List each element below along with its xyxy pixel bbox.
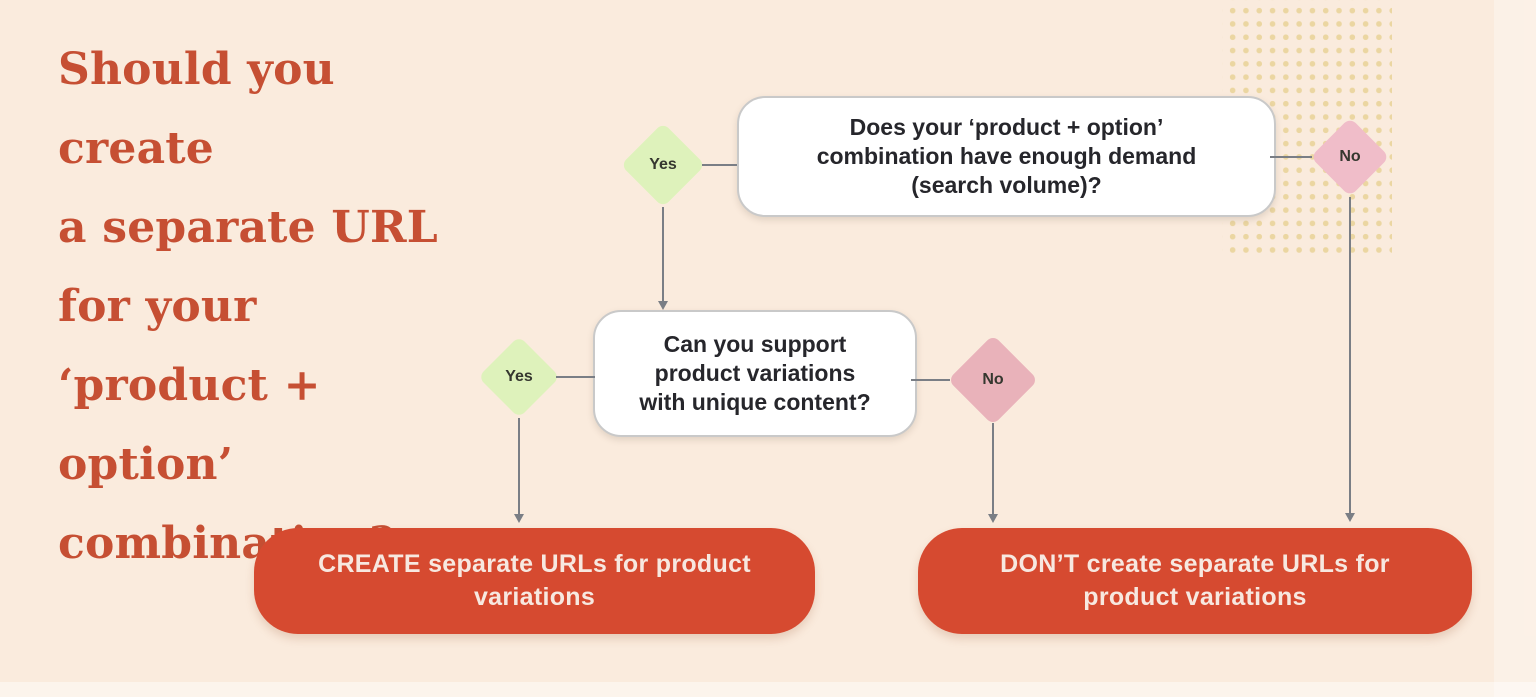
yes-label: Yes [505, 368, 533, 385]
connector-line [556, 376, 595, 378]
arrowhead-icon [658, 301, 668, 310]
yes-label: Yes [649, 156, 677, 173]
connector-line [662, 207, 664, 302]
title-line: Should you create [58, 44, 335, 174]
connector-line [518, 418, 520, 515]
arrowhead-icon [988, 514, 998, 523]
yes-diamond-unique-content: Yes [477, 335, 561, 419]
question-text-line: with unique content? [639, 389, 871, 415]
question-box-unique-content: Can you support product variations with … [593, 310, 917, 437]
connector-line [911, 379, 950, 381]
question-text-line: combination have enough demand [816, 143, 1197, 169]
outcome-text-line: product variations [1083, 583, 1307, 611]
connector-line [702, 164, 737, 166]
outcome-create-urls: CREATE separate URLs for product variati… [254, 528, 815, 634]
question-text-line: (search volume)? [911, 172, 1102, 198]
question-text-line: product variations [654, 360, 856, 386]
connector-line [1349, 197, 1351, 514]
yes-diamond-demand: Yes [620, 122, 706, 208]
outcome-text-line: DON’T create separate URLs for [1000, 550, 1390, 578]
question-text-line: Can you support [663, 331, 847, 357]
no-label: No [982, 371, 1004, 388]
connector-line [992, 423, 994, 515]
outcome-dont-create-urls: DON’T create separate URLs for product v… [918, 528, 1472, 634]
title-line: for your [58, 281, 257, 332]
no-diamond-unique-content: No [947, 334, 1039, 426]
arrowhead-icon [514, 514, 524, 523]
no-diamond-demand: No [1310, 117, 1390, 197]
connector-line [1270, 156, 1312, 158]
outcome-text-line: variations [473, 583, 596, 611]
arrowhead-icon [1345, 513, 1355, 522]
bottom-edge-fade [0, 682, 1536, 697]
outcome-text-line: CREATE separate URLs for product [318, 550, 751, 578]
title-line: ‘product + option’ [58, 360, 321, 490]
title-line: a separate URL [58, 202, 438, 253]
page-title: Should you create a separate URL for you… [58, 30, 478, 583]
question-box-demand: Does your ‘product + option’ combination… [737, 96, 1276, 217]
no-label: No [1339, 148, 1361, 165]
right-edge-fade [1494, 0, 1536, 697]
question-text-line: Does your ‘product + option’ [849, 114, 1164, 140]
